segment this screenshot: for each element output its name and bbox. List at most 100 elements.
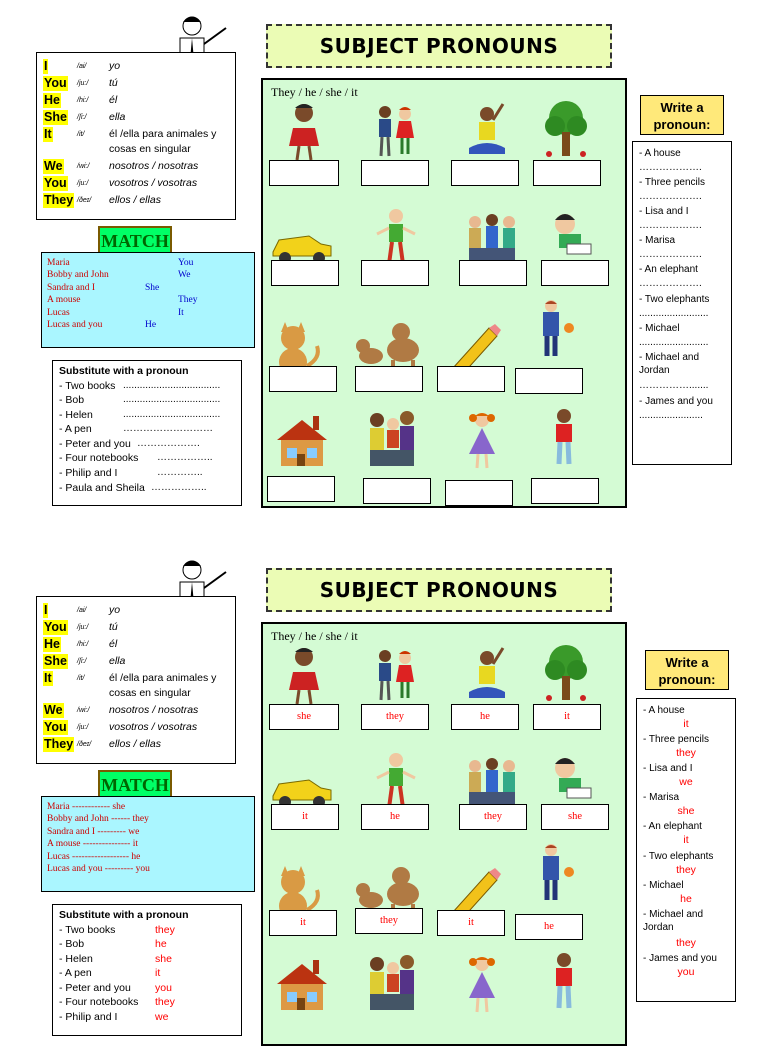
substitute-answer: he <box>155 938 167 950</box>
answer-box[interactable] <box>515 368 583 394</box>
answer-box[interactable] <box>533 160 601 186</box>
pronoun-word: You <box>43 76 68 91</box>
answer-blank[interactable]: ………………. <box>137 438 200 449</box>
substitute-box: Substitute with a pronoun - Two books...… <box>52 360 242 506</box>
match-right-item: You <box>178 258 194 268</box>
dogs-picture <box>356 867 419 916</box>
answer-box[interactable]: she <box>269 704 339 730</box>
match-right-item: We <box>178 270 191 280</box>
answer-box[interactable] <box>437 366 505 392</box>
answer-box[interactable] <box>269 160 339 186</box>
answer-blank[interactable]: ....................... <box>639 410 703 421</box>
write-answer: you <box>677 966 695 978</box>
write-answer: she <box>677 805 695 817</box>
answer-blank[interactable]: ……………....... <box>639 380 709 391</box>
write-answer: it <box>683 834 689 846</box>
answer-box[interactable] <box>445 480 513 506</box>
pronoun-word: She <box>43 654 68 669</box>
answer-blank[interactable]: ………………. <box>639 249 702 260</box>
boy-and-girl-picture <box>379 106 414 157</box>
answer-box[interactable]: they <box>361 704 429 730</box>
answer-blank[interactable]: ………………. <box>639 278 702 289</box>
family-picture <box>370 955 414 1010</box>
man-with-flowers-picture <box>543 844 574 900</box>
boy-sitting-picture <box>469 647 505 698</box>
match-right-item: They <box>178 295 198 305</box>
write-answer: he <box>680 893 692 905</box>
answer-box[interactable]: he <box>451 704 519 730</box>
answer-box[interactable] <box>451 160 519 186</box>
answer-box[interactable] <box>271 260 339 286</box>
girl-reading-picture <box>555 214 592 255</box>
pronoun-word: You <box>43 176 68 191</box>
pronoun-word: He <box>43 637 61 652</box>
answer-box[interactable]: she <box>541 804 609 830</box>
pronoun-phonetic: /it/ <box>77 131 85 138</box>
substitute-item: - Helen <box>59 953 93 965</box>
answer-box[interactable] <box>531 478 599 504</box>
answer-box[interactable]: they <box>355 908 423 934</box>
answer-blank[interactable]: ......................... <box>639 308 709 319</box>
write-answer: they <box>676 747 696 759</box>
pronoun-row: We/wi:/nosotros / nosotras <box>37 159 235 175</box>
substitute-item: - Four notebooks <box>59 452 139 464</box>
answer-blank[interactable]: …………….. <box>157 452 213 463</box>
substitute-answer: they <box>155 924 175 936</box>
answer-blank[interactable]: ………………. <box>639 191 702 202</box>
answer-blank[interactable]: ………………. <box>639 162 702 173</box>
answer-box[interactable]: it <box>271 804 339 830</box>
substitute-answer: she <box>155 953 172 965</box>
pronoun-phonetic: /ðeɪ/ <box>77 741 92 748</box>
answer-box[interactable] <box>541 260 609 286</box>
pronoun-row: It/it/él /ella para animales y cosas en … <box>37 127 235 159</box>
answer-box[interactable] <box>363 478 431 504</box>
pronoun-spanish: él /ella para animales y cosas en singul… <box>109 128 217 155</box>
write-item: - Lisa and I <box>639 206 689 217</box>
match-left-item: Bobby and John <box>47 270 109 280</box>
boy-in-red-picture <box>556 953 572 1009</box>
girl-picture <box>289 648 319 705</box>
write-item: - James and you <box>639 396 713 407</box>
match-right-item: He <box>145 320 157 330</box>
answer-blank[interactable]: ………………. <box>639 220 702 231</box>
girl-in-dress-picture <box>469 957 495 1013</box>
answer-blank[interactable]: ................................... <box>123 394 221 405</box>
pronoun-row: He/hi:/él <box>37 637 235 653</box>
match-answer: Lucas and you --------- you <box>47 864 150 874</box>
answer-blank[interactable]: ................................... <box>123 380 221 391</box>
answer-box[interactable] <box>361 260 429 286</box>
answer-box[interactable] <box>269 366 337 392</box>
write-item: - Three pencils <box>639 177 705 188</box>
answer-box[interactable]: he <box>515 914 583 940</box>
pronoun-phonetic: /wi:/ <box>77 707 90 714</box>
answer-blank[interactable]: ................................... <box>123 409 221 420</box>
answer-box[interactable]: he <box>361 804 429 830</box>
pronoun-phonetic: /ai/ <box>77 63 87 70</box>
answer-box[interactable]: it <box>269 910 337 936</box>
substitute-item: - Helen <box>59 409 93 421</box>
pronoun-spanish: ellos / ellas <box>109 194 161 206</box>
answer-blank[interactable]: ......................... <box>639 337 709 348</box>
answer-box[interactable]: it <box>437 910 505 936</box>
worksheet-title: SUBJECT PRONOUNS <box>266 24 612 68</box>
write-item: - Two elephants <box>639 294 710 305</box>
substitute-item: - Bob <box>59 394 85 406</box>
answer-box[interactable] <box>459 260 527 286</box>
pronoun-phonetic: /ju:/ <box>77 624 89 631</box>
answer-box[interactable] <box>267 476 335 502</box>
car-picture <box>272 235 332 264</box>
answer-blank[interactable]: …………….. <box>151 482 207 493</box>
answer-blank[interactable]: ………….. <box>157 467 203 478</box>
substitute-title: Substitute with a pronoun <box>59 909 189 921</box>
answer-box[interactable]: it <box>533 704 601 730</box>
answer-box[interactable]: they <box>459 804 527 830</box>
answer-blank[interactable]: ……………………… <box>123 423 213 434</box>
match-left-item: Lucas <box>47 308 70 318</box>
write-item: - Michael <box>643 880 684 891</box>
answer-box[interactable] <box>361 160 429 186</box>
match-left-item: Maria <box>47 258 70 268</box>
write-title: Write a pronoun: <box>640 95 724 135</box>
pronoun-word: It <box>43 671 53 686</box>
pronoun-row: We/wi:/nosotros / nosotras <box>37 703 235 719</box>
answer-box[interactable] <box>355 366 423 392</box>
